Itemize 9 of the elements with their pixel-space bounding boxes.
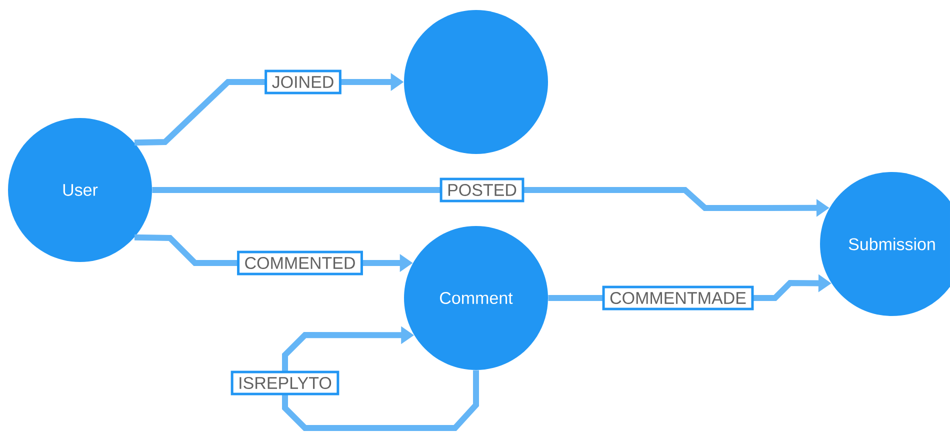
edge-label: ISREPLYTO xyxy=(230,370,340,396)
edge-label: POSTED xyxy=(440,178,524,202)
edge-label: COMMENTED xyxy=(237,250,363,276)
empty-circle xyxy=(404,10,548,154)
circle-node: Comment xyxy=(404,226,548,370)
edge-label: JOINED xyxy=(264,70,342,94)
edge-label: COMMENTMADE xyxy=(602,286,754,310)
circle-node: User xyxy=(8,118,152,262)
arrow xyxy=(282,326,479,431)
